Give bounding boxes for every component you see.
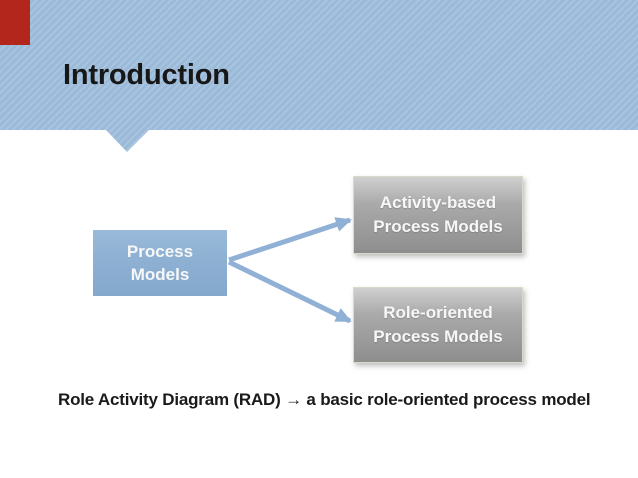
activity-based-line1: Activity-based [379, 193, 497, 212]
page-title: Introduction [63, 59, 230, 92]
header-band [0, 0, 638, 152]
role-oriented-line2: Process Models [373, 327, 503, 346]
arrow-to-activity-based [228, 217, 352, 263]
process-models-box: Process Models [93, 230, 227, 296]
slide-caption: Role Activity Diagram (RAD) → a basic ro… [58, 390, 591, 409]
process-models-line1: Process [126, 242, 194, 261]
corner-accent-bar [0, 0, 30, 45]
activity-based-line2: Process Models [373, 217, 503, 236]
role-oriented-line1: Role-oriented [383, 303, 493, 322]
arrow-to-role-oriented [227, 259, 352, 324]
role-oriented-box: Role-oriented Process Models [353, 287, 523, 363]
activity-based-box: Activity-based Process Models [353, 176, 523, 254]
process-models-line2: Models [130, 265, 190, 284]
